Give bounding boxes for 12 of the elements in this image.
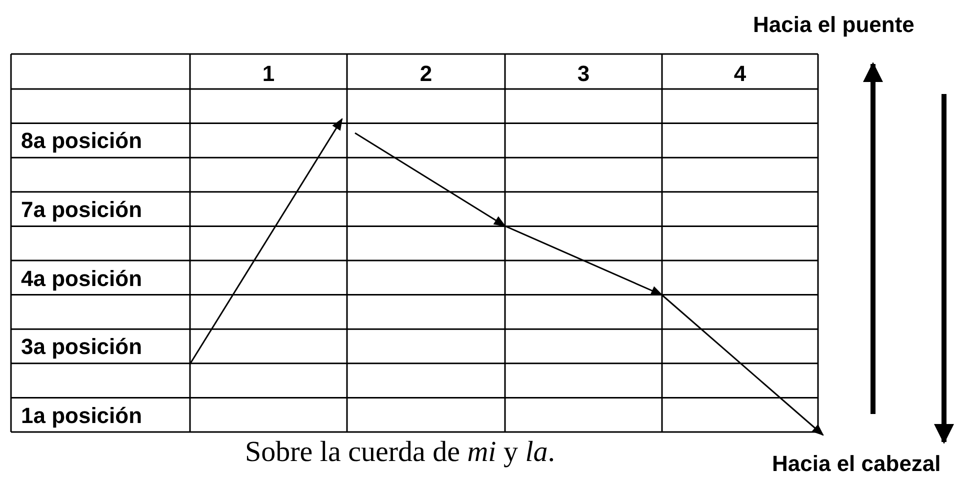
- column-number: 4: [734, 62, 746, 84]
- position-label: 8a posición: [21, 130, 142, 152]
- direction-label: Hacia el cabezal: [772, 450, 941, 478]
- direction-label: Hacia el puente: [753, 11, 914, 39]
- position-label: 3a posición: [21, 336, 142, 358]
- caption: Sobre la cuerda de mi y la.: [245, 435, 556, 470]
- position-label: 4a posición: [21, 268, 142, 290]
- column-number: 2: [420, 62, 432, 84]
- position-label: 1a posición: [21, 404, 142, 427]
- column-number: 1: [262, 62, 275, 84]
- position-label: 7a posición: [21, 199, 142, 222]
- column-number: 3: [577, 62, 590, 84]
